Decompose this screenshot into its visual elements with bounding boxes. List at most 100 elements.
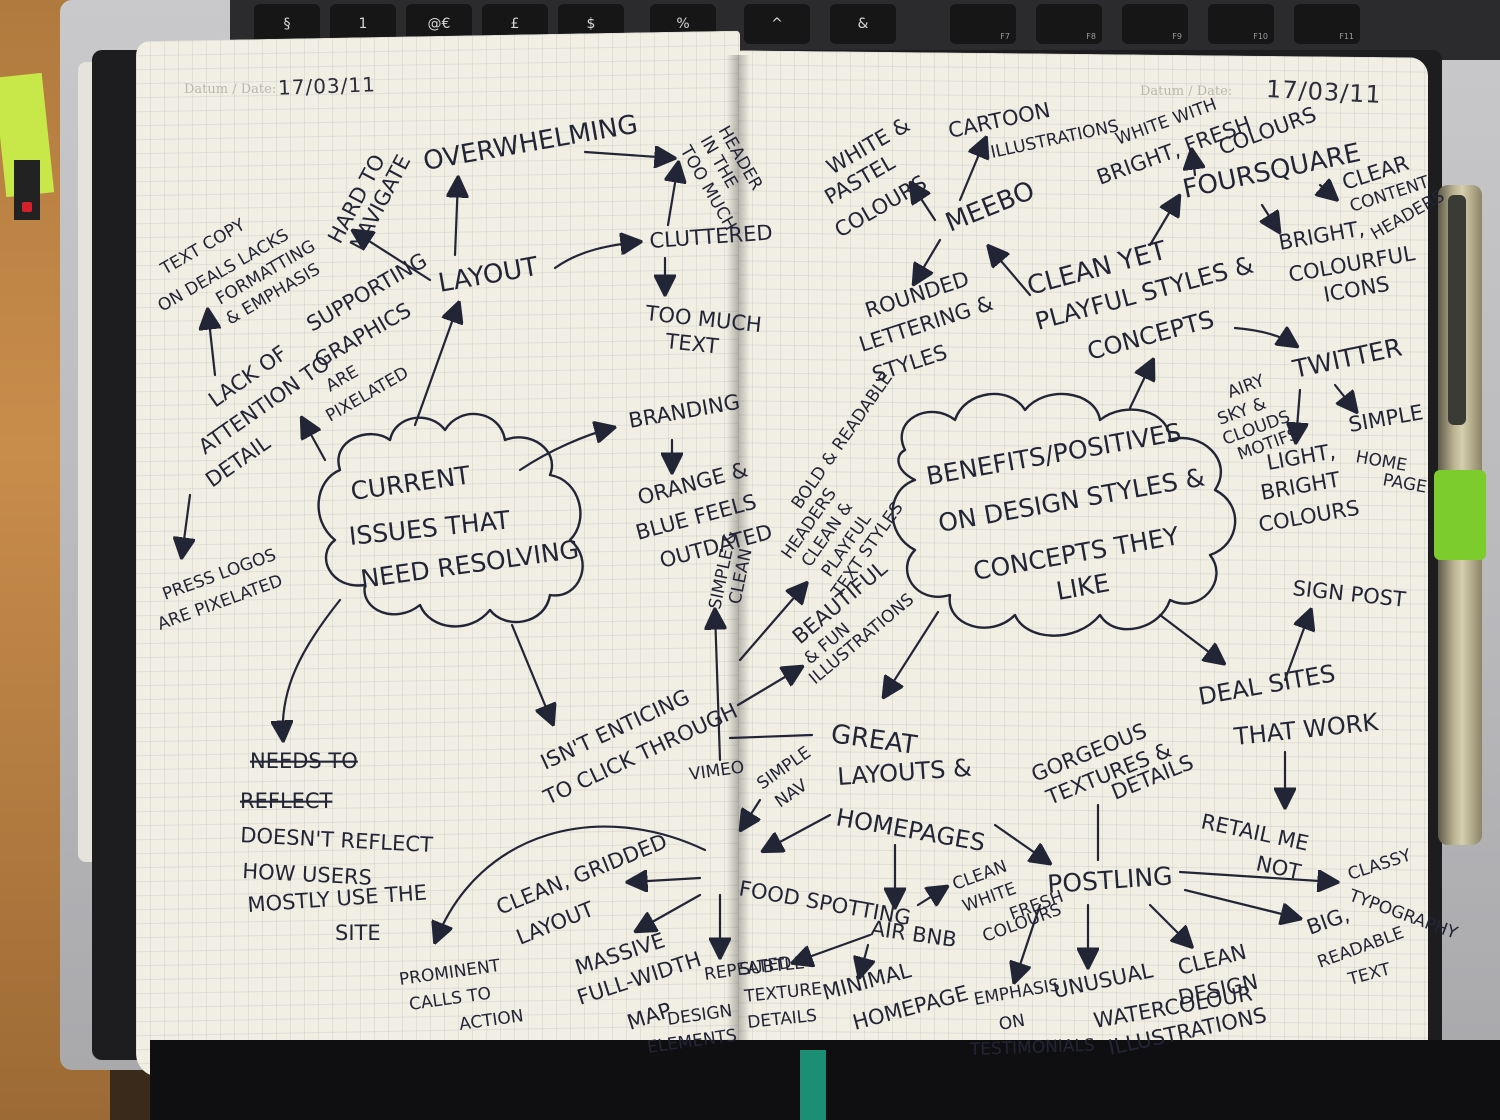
arrow-cloud-to-branding: [518, 428, 612, 472]
pen-clip: [1448, 195, 1466, 425]
node-meebo: MEEBO: [941, 176, 1039, 239]
arrow-clean-yet-to-foursquare: [1148, 198, 1178, 247]
node-bright-icons-1: BRIGHT,: [1277, 216, 1367, 255]
node-emphasis-1: EMPHASIS: [972, 975, 1061, 1010]
node-repeated-2: DESIGN: [666, 1001, 734, 1030]
node-deal-sites-1: DEAL SITES: [1196, 659, 1337, 711]
arrow-cloud-to-great: [885, 610, 940, 695]
right-cloud-outline: [891, 392, 1237, 637]
keyboard-key: &: [830, 4, 896, 44]
node-sign-post: SIGN POST: [1291, 576, 1407, 612]
arrow-postling-to-classy: [1178, 872, 1335, 882]
node-doesnt-reflect-1: DOESN'T REFLECT: [240, 823, 434, 857]
arrow-deal-to-sign: [1283, 612, 1310, 682]
arrow-layout-to-cluttered: [553, 242, 638, 270]
node-prominent-3: ACTION: [458, 1006, 525, 1035]
node-branding: BRANDING: [627, 390, 742, 433]
arrow-foursquare-to-icons: [1262, 203, 1278, 230]
left-cloud-outline: [317, 412, 584, 628]
arrow-cluttered-to-header: [668, 165, 678, 227]
keyboard-key: ^: [744, 4, 810, 44]
node-great-3: HOMEPAGES: [834, 803, 987, 857]
keyboard-key: F8: [1036, 4, 1102, 44]
arrow-vimeo-to-bold: [738, 585, 805, 662]
keyboard-key: F10: [1208, 4, 1274, 44]
arrow-airbnb-to-subtle: [795, 933, 872, 962]
arrow-twitter-to-simple: [1333, 383, 1355, 410]
arrow-great-to-food: [765, 813, 832, 850]
arrow-cloud-to-needs: [283, 598, 342, 738]
arrow-meebo-to-rounded: [915, 238, 942, 282]
arrow-vimeo-to-beautiful: [736, 668, 800, 707]
left-cloud-line-1: CURRENT: [349, 460, 473, 506]
arrow-cloud-to-enticing: [510, 623, 552, 722]
node-retail-1: RETAIL ME: [1199, 809, 1311, 855]
node-simple-home-3: PAGE: [1381, 470, 1428, 497]
fn-label: F11: [1339, 32, 1354, 41]
arrow-postling-to-clean-design: [1148, 903, 1190, 945]
arrow-postling-to-emphasis: [1015, 903, 1042, 980]
node-twitter: TWITTER: [1289, 332, 1404, 384]
fn-label: F8: [1086, 32, 1096, 41]
arrow-airbnb-to-clean-white: [916, 888, 945, 905]
node-great-2: LAYOUTS &: [836, 754, 972, 791]
node-reflect-struck: REFLECT: [240, 789, 333, 813]
arrow-cloud-to-clean-yet: [1128, 362, 1152, 410]
node-too-much-text-1: TOO MUCH: [643, 301, 762, 337]
arrow-meebo-to-cartoon: [958, 140, 985, 202]
node-vimeo: VIMEO: [688, 757, 746, 785]
arrow-airbnb-to-minimal: [860, 943, 868, 975]
node-bold-readable-1: BOLD & READABLE: [788, 369, 897, 513]
arrow-great-to-postling: [993, 823, 1048, 862]
arrow-clean-yet-to-meebo: [990, 248, 1032, 297]
arrow-twitter-to-light: [1296, 388, 1300, 440]
arrow-cloud-to-layout: [413, 305, 458, 427]
ribbon-bookmark: [800, 1050, 826, 1120]
node-layout: LAYOUT: [436, 252, 540, 299]
usb-light: [22, 202, 32, 212]
arrow-nav: [742, 798, 762, 828]
node-doesnt-reflect-3: MOSTLY USE THE: [247, 881, 428, 917]
elastic-band: [1434, 470, 1486, 560]
line-great-to-vimeo: [728, 733, 814, 740]
arrow-cloud-to-lack: [303, 420, 327, 462]
keyboard-key: F11: [1294, 4, 1360, 44]
node-overwhelming: OVERWHELMING: [421, 110, 640, 177]
node-needs-to: NEEDS TO: [250, 749, 358, 773]
arrow-layout-to-navigate: [355, 232, 432, 282]
fn-label: F7: [1000, 32, 1010, 41]
node-simple-home-1: SIMPLE: [1347, 400, 1425, 437]
node-great-1: GREAT: [829, 719, 919, 761]
node-emphasis-3: TESTIMONIALS: [968, 1036, 1095, 1060]
arrow-overwhelming-to-header: [583, 152, 672, 158]
arrow-clean-yet-to-twitter: [1233, 328, 1295, 345]
arrow-layout-to-overwhelming: [455, 180, 458, 257]
arrow-vimeo-to-simple: [715, 612, 720, 762]
keyboard-key: F9: [1122, 4, 1188, 44]
arrow-food-to-prominent: [436, 825, 707, 940]
left-date-label: Datum / Date:: [184, 82, 277, 97]
fn-label: F10: [1253, 32, 1268, 41]
node-simple-home-2: HOME: [1354, 447, 1408, 476]
node-prominent-2: CALLS TO: [408, 984, 492, 1015]
node-big-1: BIG,: [1304, 902, 1353, 939]
node-big-3: TEXT: [1345, 959, 1393, 990]
arrow-lack-to-press: [182, 493, 190, 555]
node-air-bnb: AIR BNB: [869, 916, 958, 952]
arrow-food-to-map: [638, 893, 702, 930]
arrow-foursquare-to-clear: [1320, 185, 1335, 198]
node-subtle-3: DETAILS: [746, 1006, 818, 1033]
node-doesnt-reflect-4: SITE: [335, 921, 381, 945]
arrow-foursquare-to-bright: [1192, 152, 1195, 177]
node-deal-sites-2: THAT WORK: [1232, 708, 1381, 751]
fn-label: F9: [1172, 32, 1182, 41]
arrow-food-to-gridded: [630, 878, 702, 882]
node-subtle-1: SUBTLE: [738, 953, 805, 980]
node-too-much-text-2: TEXT: [663, 329, 719, 359]
left-cloud-line-2: ISSUES THAT: [348, 505, 512, 551]
node-classy-1: CLASSY: [1345, 845, 1414, 884]
usb-stick: [14, 160, 40, 220]
node-subtle-2: TEXTURE: [742, 979, 823, 1007]
keyboard-key: F7: [950, 4, 1016, 44]
